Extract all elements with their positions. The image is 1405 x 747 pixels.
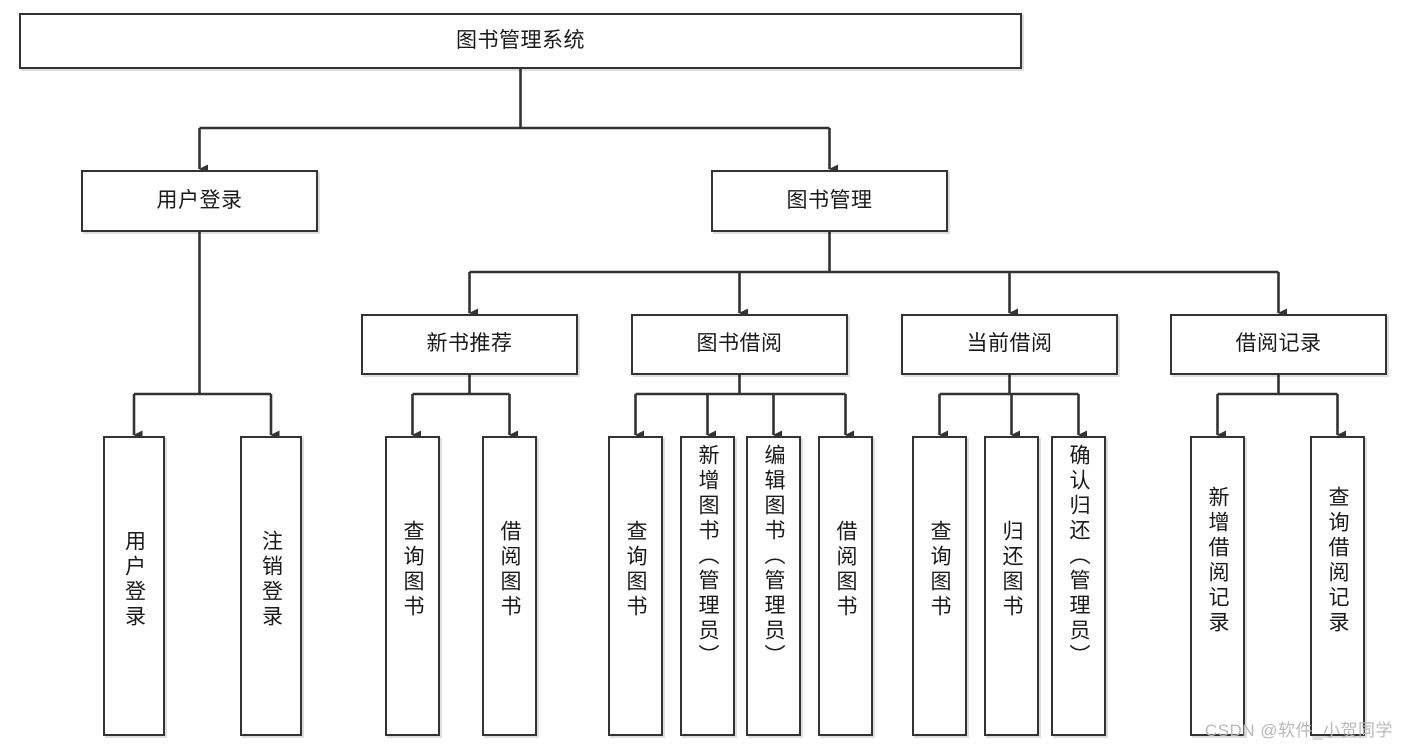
node-label-leaf-user-logout: 注销登录 <box>259 530 283 630</box>
node-new-book-rec[interactable]: 新书推荐 <box>361 314 578 375</box>
node-label-leaf-confirm-return: 确认归还（管理员） <box>1067 444 1090 669</box>
node-current-borrow[interactable]: 当前借阅 <box>901 314 1118 375</box>
node-label-current-borrow: 当前借阅 <box>966 332 1053 356</box>
node-label-leaf-query-book-rec: 查询图书 <box>401 520 424 620</box>
node-root[interactable]: 图书管理系统 <box>19 13 1022 69</box>
node-leaf-borrow-book-rec[interactable]: 借阅图书 <box>482 436 537 736</box>
node-label-leaf-add-record: 新增借阅记录 <box>1206 486 1229 636</box>
node-label-leaf-query-book-cur: 查询图书 <box>928 520 951 620</box>
node-user-login[interactable]: 用户登录 <box>81 170 318 232</box>
node-label-new-book-rec: 新书推荐 <box>426 332 513 356</box>
node-book-manage[interactable]: 图书管理 <box>711 170 948 232</box>
node-label-borrow-record: 借阅记录 <box>1235 332 1322 356</box>
node-leaf-user-logout[interactable]: 注销登录 <box>240 436 302 736</box>
node-leaf-return-book[interactable]: 归还图书 <box>984 436 1039 736</box>
node-label-leaf-return-book: 归还图书 <box>1000 520 1023 620</box>
node-leaf-add-record[interactable]: 新增借阅记录 <box>1190 436 1245 736</box>
node-label-leaf-user-login: 用户登录 <box>122 530 146 630</box>
node-label-book-borrow: 图书借阅 <box>696 332 783 356</box>
watermark-text: CSDN @软件_小贺同学 <box>1204 721 1393 740</box>
node-label-book-manage: 图书管理 <box>786 188 873 212</box>
node-leaf-edit-book[interactable]: 编辑图书（管理员） <box>746 436 801 736</box>
node-leaf-confirm-return[interactable]: 确认归还（管理员） <box>1051 436 1106 736</box>
node-label-leaf-query-record: 查询借阅记录 <box>1326 486 1349 636</box>
node-label-leaf-borrow-book: 借阅图书 <box>834 520 857 620</box>
node-label-user-login: 用户登录 <box>156 188 243 212</box>
node-label-leaf-add-book: 新增图书（管理员） <box>696 444 719 669</box>
node-leaf-borrow-book[interactable]: 借阅图书 <box>818 436 873 736</box>
node-leaf-query-book-borrow[interactable]: 查询图书 <box>608 436 663 736</box>
node-leaf-add-book[interactable]: 新增图书（管理员） <box>680 436 735 736</box>
node-borrow-record[interactable]: 借阅记录 <box>1170 314 1387 375</box>
node-label-root: 图书管理系统 <box>456 28 585 52</box>
node-label-leaf-edit-book: 编辑图书（管理员） <box>762 444 785 669</box>
node-leaf-query-book-cur[interactable]: 查询图书 <box>912 436 967 736</box>
node-leaf-user-login[interactable]: 用户登录 <box>103 436 165 736</box>
node-leaf-query-record[interactable]: 查询借阅记录 <box>1310 436 1365 736</box>
node-label-leaf-borrow-book-rec: 借阅图书 <box>498 520 521 620</box>
node-book-borrow[interactable]: 图书借阅 <box>631 314 848 375</box>
node-label-leaf-query-book-borrow: 查询图书 <box>624 520 647 620</box>
node-leaf-query-book-rec[interactable]: 查询图书 <box>385 436 440 736</box>
